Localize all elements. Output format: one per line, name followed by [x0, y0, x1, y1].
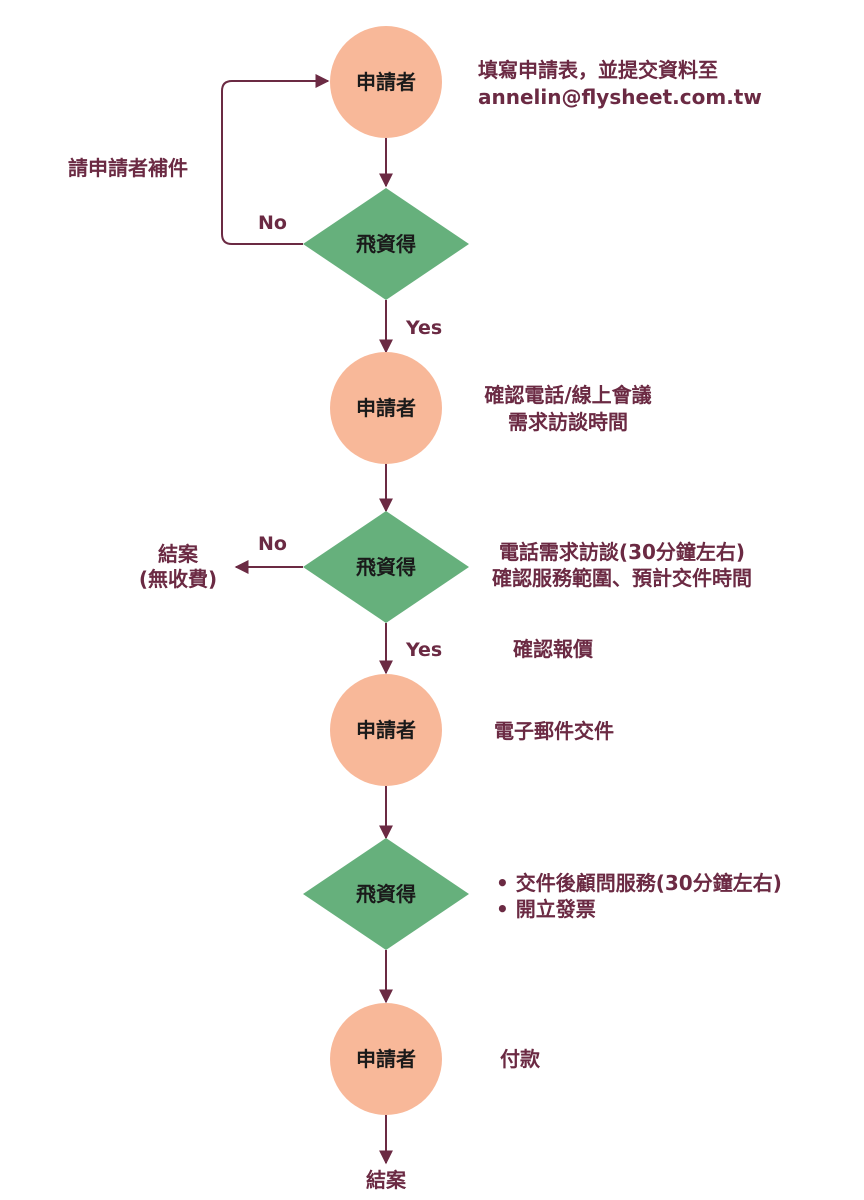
node-applicant-3: 申請者 — [330, 674, 442, 786]
final-end-label: 結案 — [366, 1168, 407, 1192]
node-applicant-2: 申請者 — [330, 352, 442, 464]
step1-note-email: annelin@flysheet.com.tw — [478, 85, 762, 109]
applicant-circle — [330, 352, 442, 464]
node-flysheet-3: 飛資得 — [303, 838, 469, 950]
payment-note: 付款 — [500, 1047, 541, 1071]
decision-diamond — [303, 511, 469, 623]
resubmit-note: 請申請者補件 — [68, 156, 188, 180]
applicant-circle — [330, 1003, 442, 1115]
node-label: 申請者 — [356, 718, 416, 742]
node-flysheet-1: 飛資得 — [303, 188, 469, 300]
end-no-charge-line2: (無收費) — [139, 567, 217, 591]
step1-note-line1: 填寫申請表，並提交資料至 — [478, 58, 718, 82]
edge-label-yes-1: Yes — [405, 317, 442, 339]
node-flysheet-2: 飛資得 — [303, 511, 469, 623]
step5-note-line1: • 交件後顧問服務(30分鐘左右) — [496, 871, 782, 895]
end-no-charge-line1: 結案 — [158, 542, 199, 566]
decision-diamond — [303, 838, 469, 950]
applicant-circle — [330, 674, 442, 786]
node-label: 飛資得 — [356, 555, 416, 579]
step2-note-line2: 需求訪談時間 — [508, 410, 628, 434]
node-applicant-1: 申請者 — [330, 26, 442, 138]
node-applicant-4: 申請者 — [330, 1003, 442, 1115]
node-label: 申請者 — [356, 396, 416, 420]
edge-label-no-2: No — [258, 533, 287, 555]
edge-label-no-1: No — [258, 212, 287, 234]
node-label: 飛資得 — [356, 882, 416, 906]
node-label: 申請者 — [356, 1047, 416, 1071]
node-label: 申請者 — [356, 70, 416, 94]
step3-note-line1: 電話需求訪談(30分鐘左右) — [499, 540, 745, 564]
connector-no-loop-back — [221, 74, 330, 245]
step2-note-line1: 確認電話/線上會議 — [484, 383, 651, 407]
deliver-note: 電子郵件交件 — [494, 719, 614, 743]
step3-note-line2: 確認服務範圍、預計交件時間 — [492, 566, 752, 590]
step5-note-line2: • 開立發票 — [496, 897, 596, 921]
applicant-circle — [330, 26, 442, 138]
edge-label-yes-2: Yes — [405, 639, 442, 661]
decision-diamond — [303, 188, 469, 300]
node-label: 飛資得 — [356, 232, 416, 256]
quote-note: 確認報價 — [513, 637, 594, 661]
